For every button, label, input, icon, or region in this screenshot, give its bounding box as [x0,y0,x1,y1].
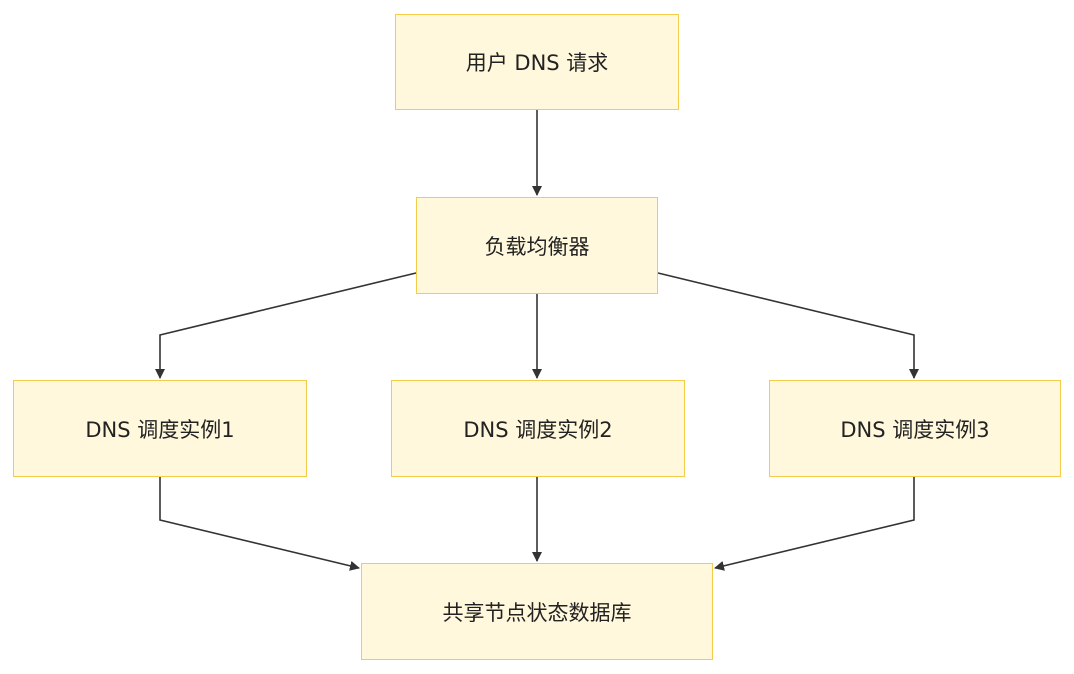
node-dns-instance-3: DNS 调度实例3 [769,380,1061,477]
node-label: DNS 调度实例1 [85,417,235,442]
node-label: 共享节点状态数据库 [442,600,632,625]
edge-load-balancer-to-instance-3 [657,272,919,379]
node-label: 用户 DNS 请求 [465,51,609,75]
edge-instance-3-to-database [714,477,915,571]
node-user-dns-request: 用户 DNS 请求 [395,14,679,110]
node-label: DNS 调度实例2 [463,417,613,442]
node-shared-state-database: 共享节点状态数据库 [361,563,713,660]
node-dns-instance-2: DNS 调度实例2 [391,380,685,477]
edge-load-balancer-to-instance-1 [155,272,417,379]
node-label: DNS 调度实例3 [840,417,990,442]
node-label: 负载均衡器 [484,234,590,259]
node-load-balancer: 负载均衡器 [416,197,658,294]
edge-instance-1-to-database [159,477,360,571]
node-dns-instance-1: DNS 调度实例1 [13,380,307,477]
